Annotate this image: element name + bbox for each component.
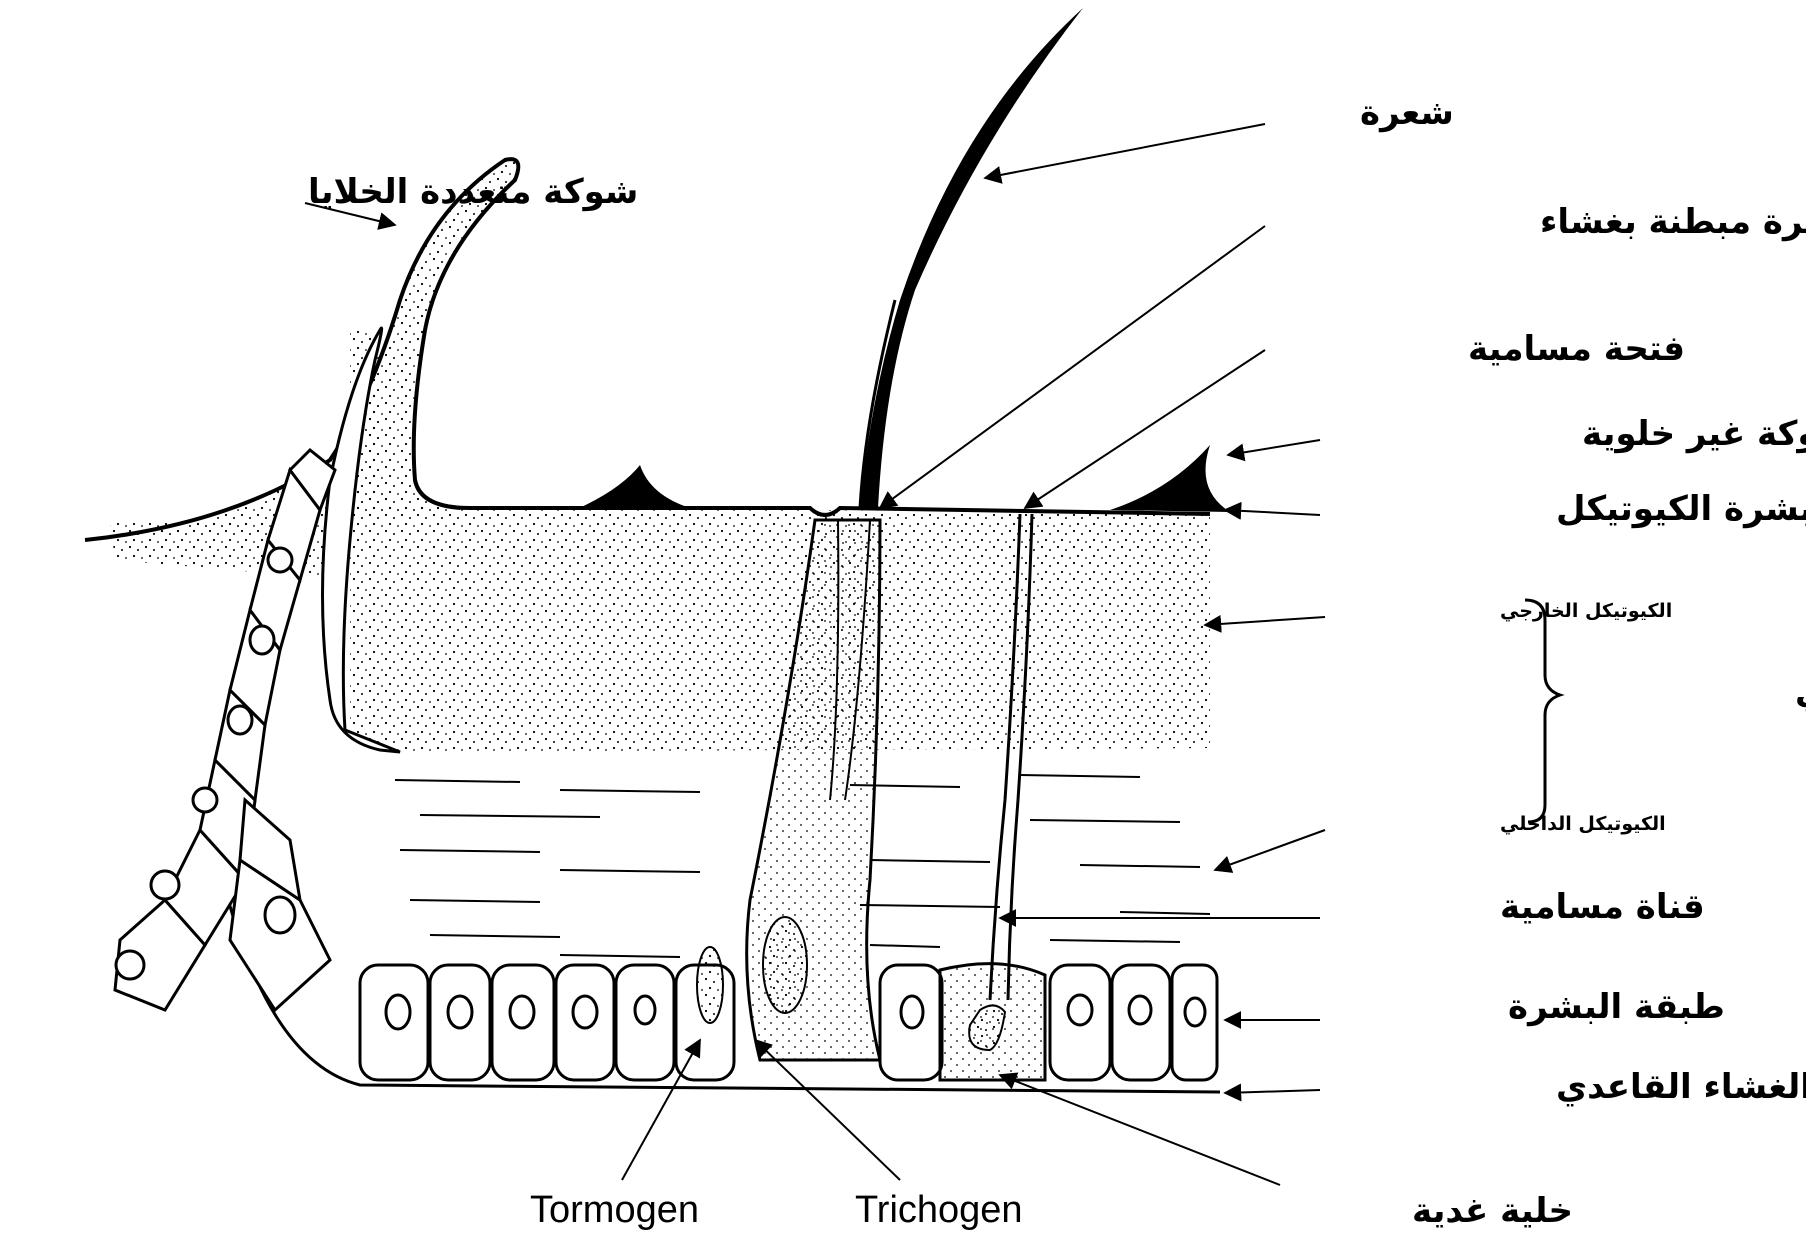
label-pore-opening: فتحة مسامية xyxy=(1468,329,1685,369)
label-epicuticle: بشرة الكيوتيكل xyxy=(1556,489,1806,529)
label-trichogen: Trichogen xyxy=(855,1189,1023,1231)
label-procuticle: الكيوتيكل الأولي xyxy=(1795,670,1806,712)
label-pore-canal: قناة مسامية xyxy=(1500,887,1705,927)
label-exocuticle: الكيوتيكل الخارجي xyxy=(1500,600,1672,622)
label-acellular-spine: شوكة غير خلوية xyxy=(1582,414,1806,454)
acellular-spine-right xyxy=(1110,445,1230,512)
hair-shaft xyxy=(860,8,1083,508)
label-tormogen: Tormogen xyxy=(530,1189,699,1231)
acellular-spine-left xyxy=(575,465,690,510)
label-basement-membrane: الغشاء القاعدي xyxy=(1556,1067,1806,1107)
label-membranous-socket: نقرة مبطنة بغشاء xyxy=(1540,202,1806,242)
label-epidermis: طبقة البشرة xyxy=(1508,987,1725,1027)
procuticle-brace xyxy=(1525,600,1560,822)
label-hair: شعرة xyxy=(1360,93,1454,133)
epicuticle-line xyxy=(415,480,1210,515)
label-gland-cell: خلية غدية xyxy=(1412,1191,1573,1231)
label-multicellular-spine: شوكة متعددة الخلايا xyxy=(308,172,638,212)
label-endocuticle: الكيوتيكل الداخلي xyxy=(1500,813,1666,835)
